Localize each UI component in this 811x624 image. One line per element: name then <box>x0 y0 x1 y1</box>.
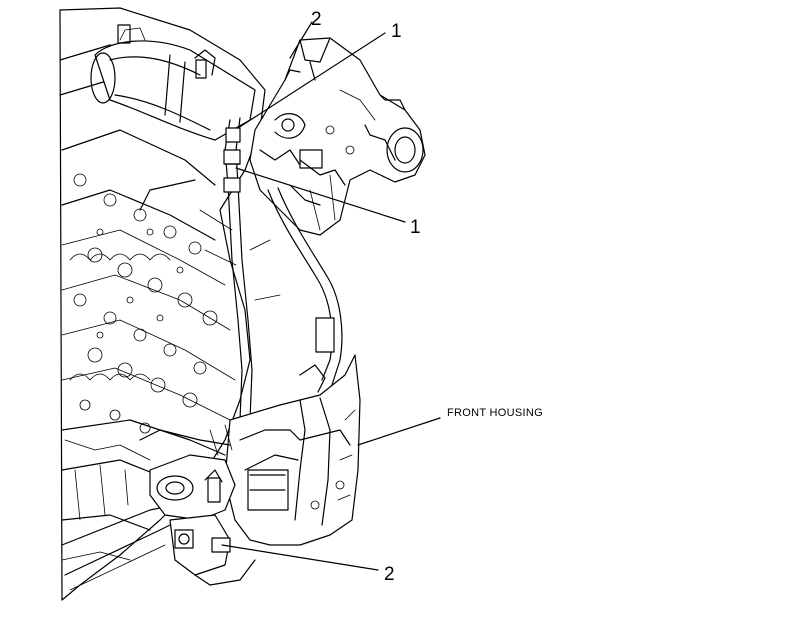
callout-2-upper: 2 <box>311 9 322 30</box>
engine-block <box>59 7 266 601</box>
thermostat-housing <box>249 37 426 236</box>
leader-line-1-lower <box>235 167 406 223</box>
callout-2-lower: 2 <box>384 564 395 585</box>
leader-line-front-housing <box>357 417 441 446</box>
leader-line-1-upper <box>237 32 386 129</box>
leader-line-2-upper <box>289 21 313 59</box>
leader-lines <box>221 21 441 571</box>
fuel-pump-assembly <box>139 424 256 586</box>
front-housing <box>224 317 361 546</box>
callout-1-upper: 1 <box>391 21 402 42</box>
leader-line-2-lower <box>221 544 379 571</box>
front-housing-label: FRONT HOUSING <box>447 407 543 419</box>
callout-1-lower: 1 <box>410 217 421 238</box>
tube-assemblies <box>139 117 343 421</box>
air-intake-tube <box>90 24 256 141</box>
